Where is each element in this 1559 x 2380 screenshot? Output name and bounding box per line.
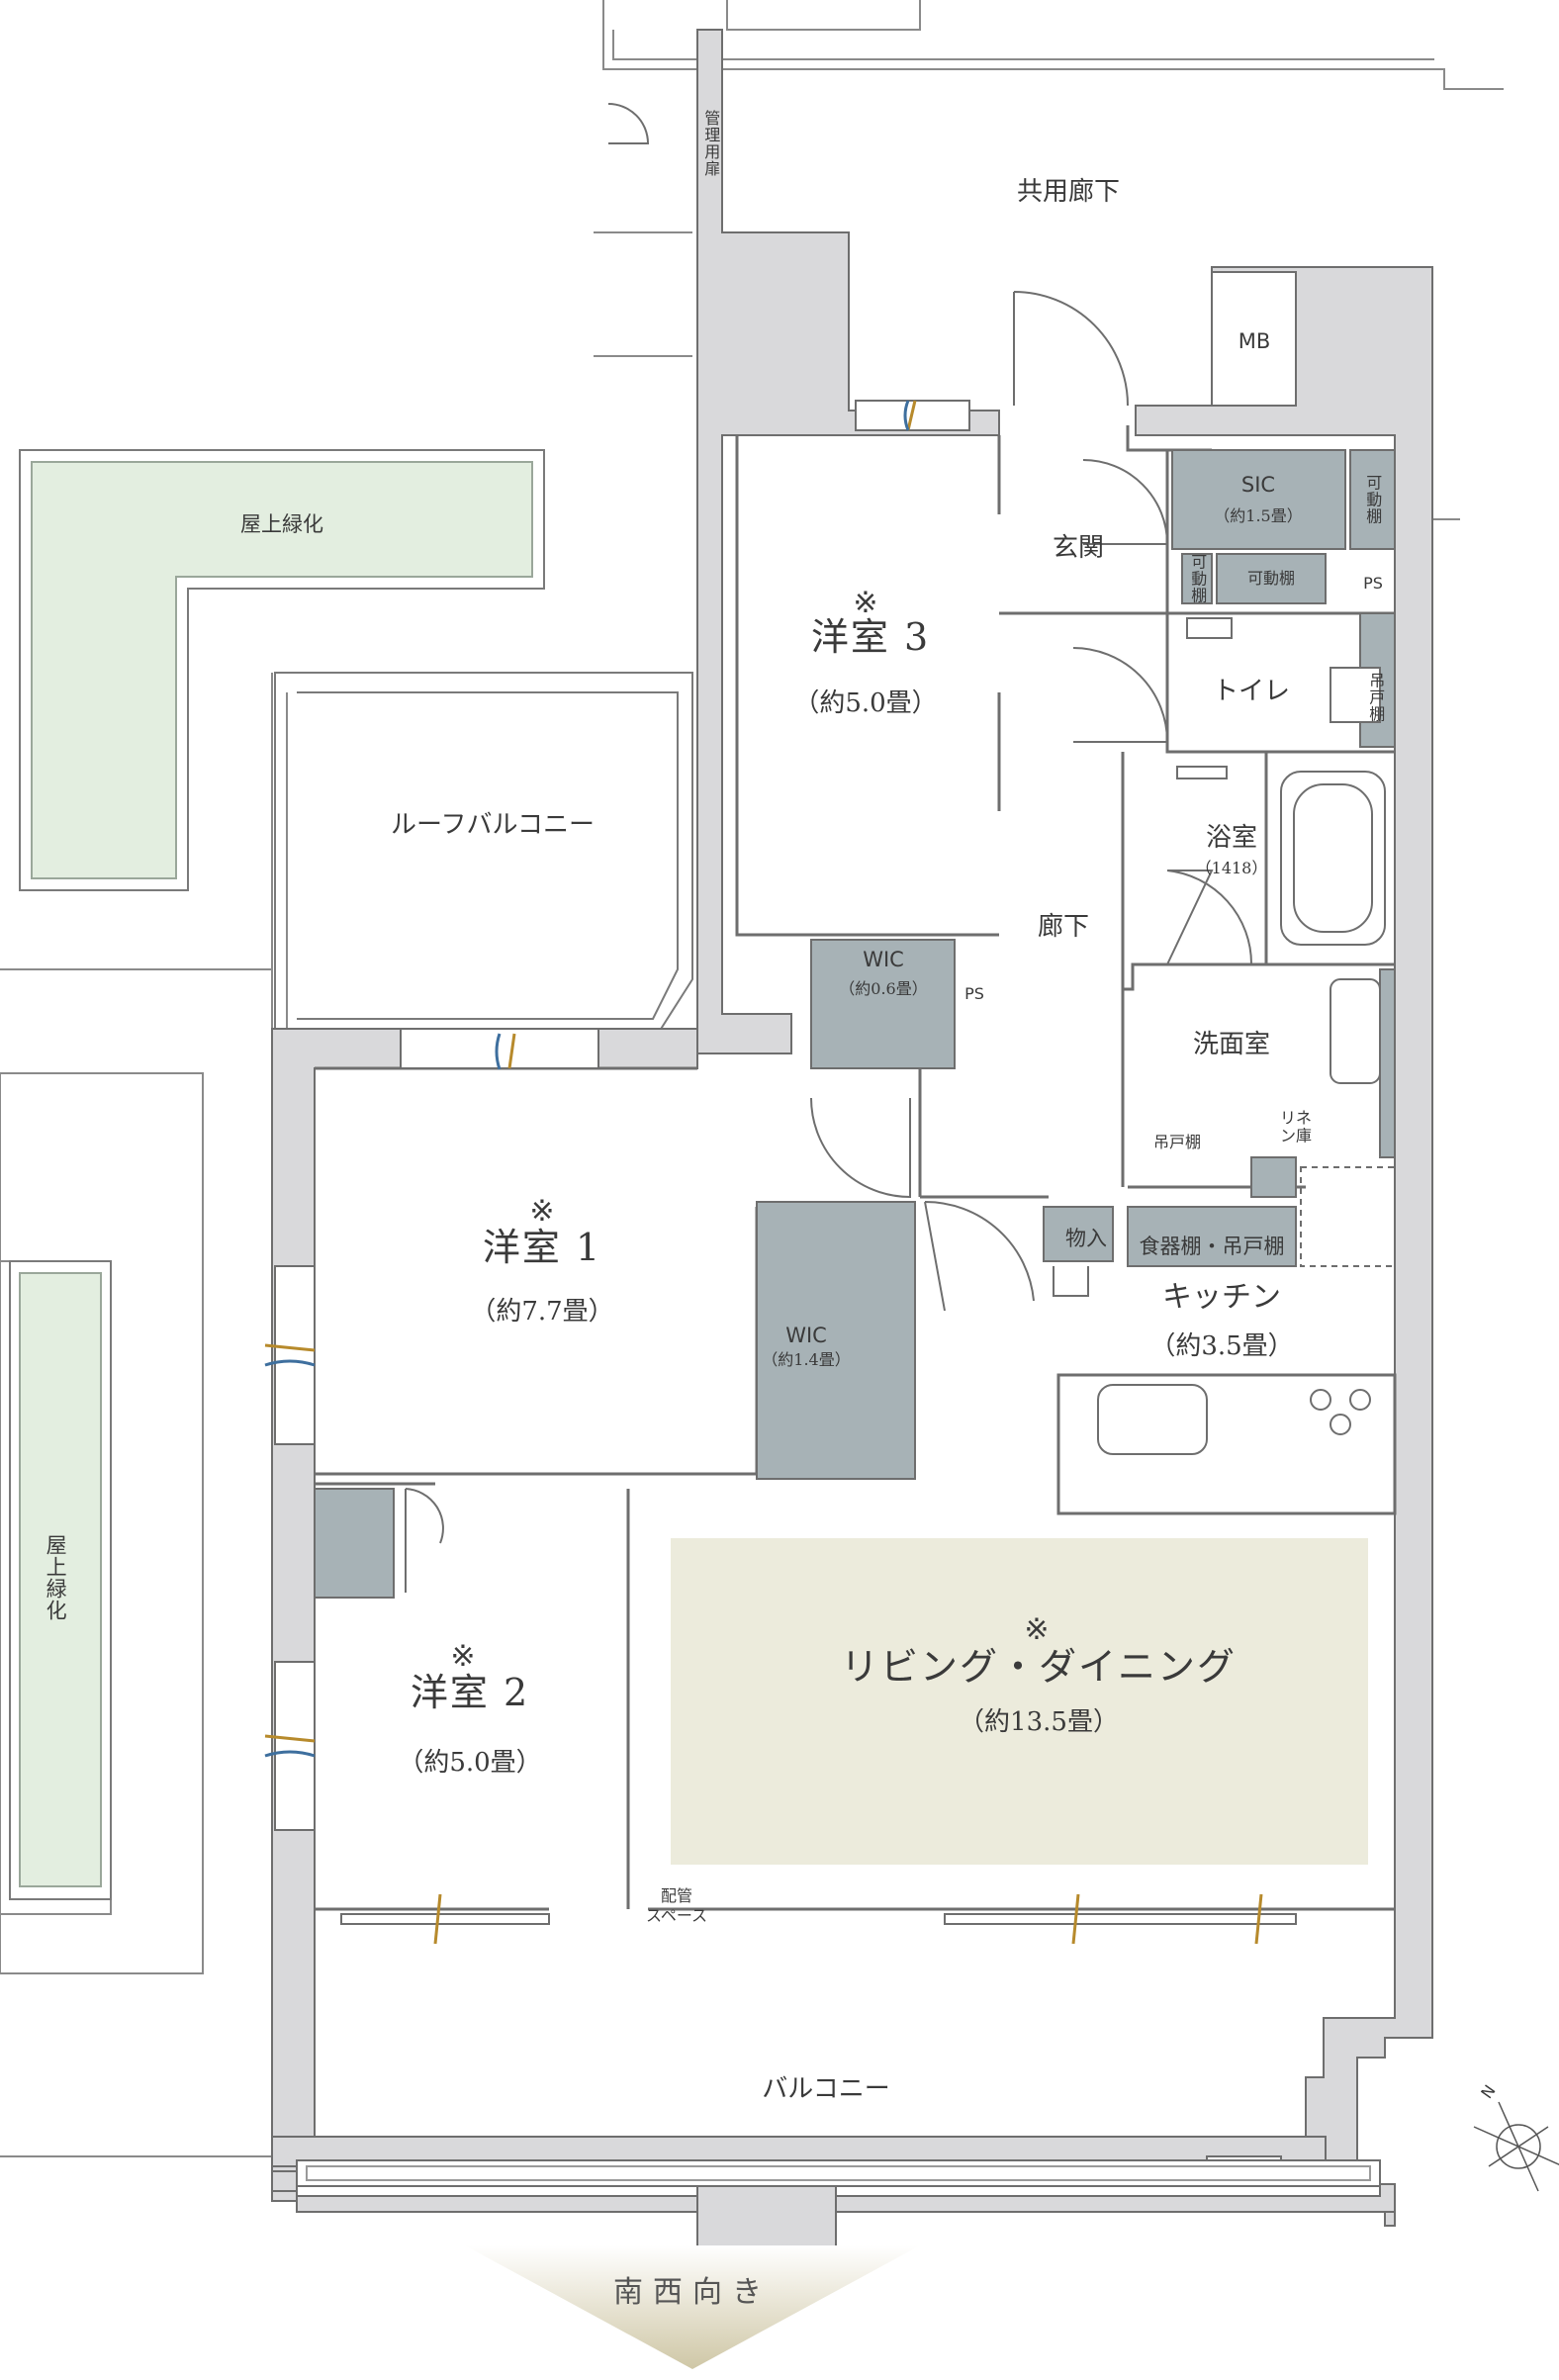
piping-label-1: 配管 bbox=[660, 1885, 693, 1905]
piping-label-2: スペース bbox=[645, 1905, 708, 1925]
mb-label: MB bbox=[1238, 328, 1271, 353]
direction-arrow bbox=[465, 2245, 920, 2369]
room3-size: （約5.0畳） bbox=[793, 688, 938, 719]
movable-shelf-3-label: 可動棚 bbox=[1246, 568, 1296, 588]
roof-balcony-label: ルーフバルコニー bbox=[391, 810, 595, 841]
wic-small-label: WIC bbox=[863, 947, 904, 971]
interior-walls bbox=[315, 425, 1397, 1911]
entrance-label: 玄関 bbox=[1052, 533, 1105, 564]
mb-box bbox=[1211, 271, 1297, 407]
balcony-rail bbox=[271, 2159, 1381, 2201]
sic-block bbox=[1171, 449, 1346, 550]
living-size: （約13.5畳） bbox=[959, 1707, 1119, 1738]
sic-label: SIC bbox=[1240, 472, 1276, 497]
room1-name: 洋室 1 bbox=[482, 1226, 602, 1270]
rooftop-green-left-area bbox=[19, 1272, 102, 1887]
ps-2-label: PS bbox=[964, 983, 984, 1003]
bath-size: （1418） bbox=[1195, 858, 1268, 877]
hanging-shelf-wash-label: 吊戸棚 bbox=[1152, 1132, 1202, 1151]
ps-1-label: PS bbox=[1363, 573, 1383, 593]
room2-size: （約5.0畳） bbox=[398, 1748, 542, 1779]
room1-mark: ※ bbox=[529, 1193, 555, 1229]
wic-small-block bbox=[810, 939, 956, 1069]
direction-label: 南西向き bbox=[613, 2274, 772, 2310]
room2-name: 洋室 2 bbox=[410, 1671, 530, 1715]
admin-door-label: 管理用扉 bbox=[701, 110, 721, 177]
room3-mark: ※ bbox=[853, 585, 878, 620]
common-corridor-label: 共用廊下 bbox=[1016, 177, 1121, 208]
room2-mark: ※ bbox=[450, 1638, 476, 1674]
movable-shelf-2-label: 可動棚 bbox=[1188, 553, 1208, 604]
windows bbox=[274, 400, 1297, 1925]
compass-icon bbox=[1473, 2101, 1559, 2192]
linen-label: リネン庫 bbox=[1279, 1108, 1312, 1145]
wic-large-label: WIC bbox=[785, 1323, 827, 1347]
kitchen-size: （約3.5畳） bbox=[1149, 1331, 1294, 1362]
wic-small-size: （約0.6畳） bbox=[839, 978, 928, 998]
kitchen-label: キッチン bbox=[1162, 1279, 1281, 1315]
fixtures bbox=[1097, 617, 1386, 1455]
rooftop-green-top-area bbox=[31, 461, 533, 879]
hanging-shelf-toilet-label: 吊戸棚 bbox=[1366, 672, 1386, 723]
vent-arrows bbox=[264, 400, 1263, 1945]
room3-name: 洋室 3 bbox=[810, 615, 931, 660]
washroom-label: 洗面室 bbox=[1192, 1030, 1271, 1060]
toilet-label: トイレ bbox=[1212, 677, 1291, 707]
wic-large-size: （約1.4畳） bbox=[762, 1349, 851, 1369]
room1-size: （約7.7畳） bbox=[470, 1297, 614, 1327]
storage-blocks bbox=[314, 449, 1396, 1599]
storage-closet-label: 物入 bbox=[1065, 1226, 1107, 1250]
doors bbox=[405, 103, 1253, 1593]
rooftop-green-left-label: 屋上緑化 bbox=[44, 1534, 68, 1621]
balcony-label: バルコニー bbox=[762, 2074, 890, 2105]
sic-size: （約1.5畳） bbox=[1214, 505, 1303, 525]
living-mark: ※ bbox=[1024, 1611, 1050, 1647]
pantry-label: 食器棚・吊戸棚 bbox=[1139, 1234, 1285, 1258]
bath-label: 浴室 bbox=[1205, 823, 1258, 854]
living-name: リビング・ダイニング bbox=[840, 1645, 1238, 1690]
roof-balcony-outline bbox=[274, 672, 693, 1035]
rooftop-green-top-label: 屋上緑化 bbox=[240, 511, 323, 536]
hallway-label: 廊下 bbox=[1037, 912, 1090, 943]
wic-large-block bbox=[756, 1201, 916, 1480]
living-floor bbox=[671, 1538, 1368, 1865]
movable-shelf-1-label: 可動棚 bbox=[1363, 474, 1383, 525]
rooftop-greening bbox=[9, 449, 545, 1900]
